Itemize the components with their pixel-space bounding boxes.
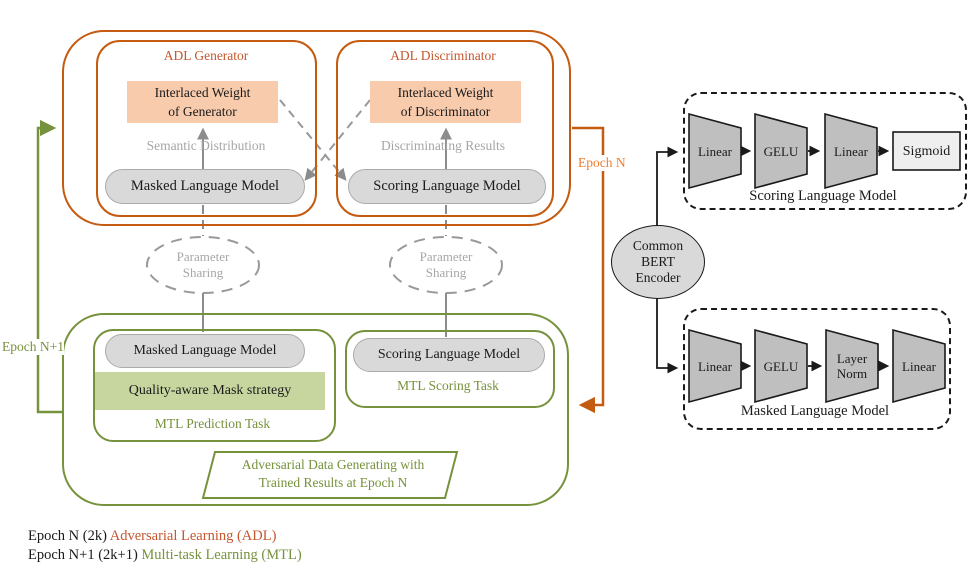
mtl-masked-language-model-label: Masked Language Model [133,343,277,358]
adl-scoring-language-model-label: Scoring Language Model [373,178,521,194]
masked-layernorm-label: Layer Norm [836,351,868,381]
parameter-sharing-left-ellipse [146,236,260,294]
generator-to-scoring-dashed-arrow [279,99,347,181]
parameter-sharing-right-line1: Parameter [419,249,473,264]
parameter-sharing-left-line1: Parameter [176,249,230,264]
discriminating-results-label: Discriminating Results [380,138,506,153]
masked-linear1-label: Linear [698,359,732,374]
quality-aware-mask-strategy-box: Quality-aware Mask strategy [95,372,325,410]
adl-outer-box [62,30,571,226]
legend-line1-adl: Adversarial Learning (ADL) [109,528,277,544]
masked-gelu-trapezoid [754,328,808,404]
epoch-n-label: Epoch N [576,155,628,171]
bert-encoder-line2: BERT [641,254,675,269]
adl-discriminator-title: ADL Discriminator [390,48,496,63]
legend-line2-mtl: Multi-task Learning (MTL) [141,546,302,563]
scoring-linear1-label: Linear [698,144,732,159]
interlaced-weight-generator-box: Interlaced Weight of Generator [127,81,278,123]
adl-generator-title: ADL Generator [163,48,249,63]
bert-encoder-line1: Common [632,238,684,253]
masked-layernorm-trapezoid [825,328,879,404]
adl-masked-language-model-oval: Masked Language Model [105,169,305,204]
parameter-sharing-right-line2: Sharing [425,264,467,280]
adl-scoring-language-model-oval: Scoring Language Model [348,169,546,204]
mtl-scoring-language-model-oval: Scoring Language Model [353,338,545,372]
bert-to-masked-head-arrow [656,296,679,374]
scoring-gelu-trapezoid [754,112,808,190]
adl-masked-language-model-label: Masked Language Model [130,178,280,194]
interlaced-weight-discriminator-box: Interlaced Weight of Discriminator [370,81,521,123]
quality-aware-mask-strategy-label: Quality-aware Mask strategy [128,383,292,398]
scoring-head-title: Scoring Language Model [749,188,897,204]
mtl-scoring-task-title: MTL Scoring Task [397,378,499,393]
scoring-sigmoid-label: Sigmoid [902,144,951,159]
masked-linear1-trapezoid [688,328,742,404]
mtl-masked-language-model-oval: Masked Language Model [105,334,305,368]
scoring-linear2-trapezoid [824,112,878,190]
scoring-sigmoid-rect [892,131,961,171]
mtl-scoring-language-model-label: Scoring Language Model [377,347,521,362]
epoch-n-feedback-arrow [572,126,605,414]
adversarial-data-note-line2: Trained Results at Epoch N [258,475,408,490]
common-bert-encoder-ellipse: Common BERT Encoder [611,225,705,299]
adversarial-data-parallelogram [201,451,459,499]
legend: Epoch N (2k) Adversarial Learning (ADL) … [28,527,302,564]
adl-discriminator-box [336,40,554,217]
legend-line1: Epoch N (2k) Adversarial Learning (ADL) [28,527,302,546]
adversarial-data-note: Adversarial Data Generating with Trained… [212,456,454,492]
scoring-head-dashed-box [683,92,967,210]
mtl-prediction-task-box [93,329,336,442]
interlaced-weight-discriminator-line1: Interlaced Weight [397,85,494,100]
legend-line2-prefix: Epoch N+1 (2k+1) [28,546,142,563]
epoch-n1-label: Epoch N+1 [2,339,64,355]
parameter-sharing-right-ellipse [389,236,503,294]
masked-linear2-label: Linear [902,359,936,374]
interlaced-weight-discriminator-line2: of Discriminator [400,104,491,119]
adl-generator-box [96,40,317,217]
scoring-gelu-label: GELU [763,144,799,159]
adversarial-data-note-line1: Adversarial Data Generating with [241,457,425,472]
mtl-prediction-task-title: MTL Prediction Task [154,416,271,431]
masked-gelu-label: GELU [763,359,799,374]
epoch-n1-feedback-arrow [36,119,62,414]
mtl-scoring-task-box [345,330,555,408]
legend-line2: Epoch N+1 (2k+1) Multi-task Learning (MT… [28,546,302,565]
masked-linear2-trapezoid [892,328,946,404]
masked-head-dashed-box [683,308,951,430]
parameter-sharing-left-label: Parameter Sharing [148,249,258,280]
legend-line1-prefix: Epoch N (2k) [28,528,110,544]
mtl-outer-box [62,313,569,506]
scoring-linear1-trapezoid [688,112,742,190]
masked-head-title: Masked Language Model [740,403,890,419]
bert-to-scoring-head-arrow [656,146,679,226]
scoring-linear2-label: Linear [834,144,868,159]
interlaced-weight-generator-line1: Interlaced Weight [154,85,251,100]
parameter-sharing-right-label: Parameter Sharing [391,249,501,280]
bert-encoder-line3: Encoder [635,270,681,285]
parameter-sharing-left-line2: Sharing [182,264,224,280]
semantic-distribution-label: Semantic Distribution [146,138,266,153]
interlaced-weight-generator-line2: of Generator [168,104,237,119]
